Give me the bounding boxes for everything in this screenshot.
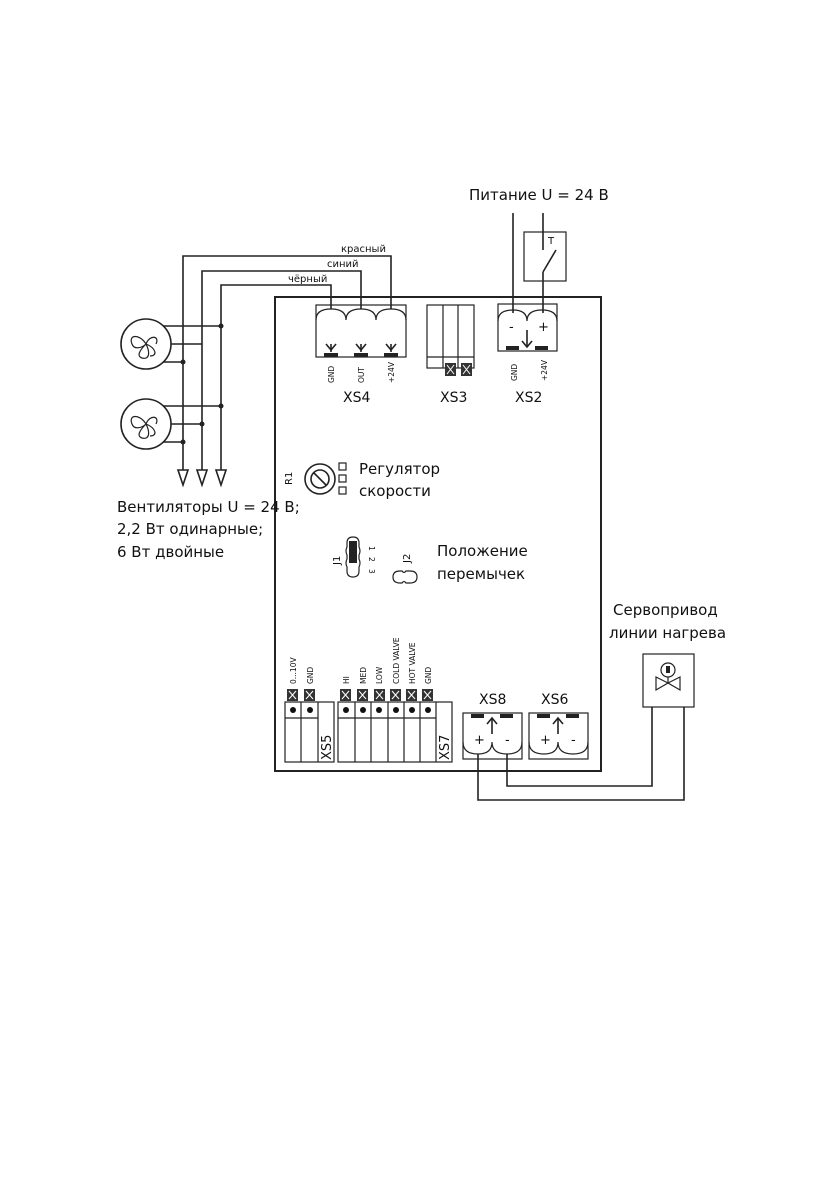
- r1-caption-line-1: Регулятор: [359, 460, 440, 478]
- xs7-label: XS7: [438, 735, 453, 760]
- xs2-pin-24v: +24V: [540, 359, 549, 381]
- j1-pin-2: 2: [367, 557, 376, 562]
- potentiometer-r1: [304, 462, 347, 495]
- xs7-pin-med: MED: [359, 667, 368, 684]
- connector-xs3: [426, 304, 475, 376]
- svg-text:+: +: [474, 733, 485, 748]
- connector-xs2: - +: [497, 303, 558, 352]
- connector-xs7: [337, 689, 453, 763]
- xs4-label: XS4: [343, 390, 370, 406]
- wire-end-arrow: [176, 469, 190, 488]
- xs4-pin-out: OUT: [357, 367, 366, 383]
- xs7-pin-gnd: GND: [424, 667, 433, 684]
- connector-xs8: + -: [462, 712, 523, 760]
- xs7-pin-cold-valve: COLD VALVE: [392, 637, 401, 684]
- svg-text:+: +: [540, 733, 551, 748]
- thermostat-switch-box: [523, 231, 567, 282]
- xs7-pin-hot-valve: HOT VALVE: [408, 642, 417, 684]
- svg-text:+: +: [538, 320, 549, 335]
- xs7-pin-low: LOW: [375, 666, 384, 684]
- jumper-j1: [345, 536, 361, 578]
- xs4-pin-24v: +24V: [387, 361, 396, 383]
- servo-caption-line-2: линии нагрева: [609, 624, 726, 642]
- fans-caption-line-2: 2,2 Вт одинарные;: [117, 520, 263, 538]
- wire-black-label: чёрный: [288, 274, 327, 285]
- jumper-j2: [392, 570, 418, 584]
- servo-wire-plus: [477, 707, 685, 801]
- wire-red: [182, 255, 392, 470]
- fans-caption-line-1: Вентиляторы U = 24 В;: [117, 498, 300, 516]
- j1-label: J1: [332, 556, 343, 566]
- xs5-pin-0-10v: 0...10V: [289, 657, 298, 684]
- fan-1: [120, 318, 224, 370]
- servo-caption-line-1: Сервопривод: [613, 601, 718, 619]
- servo-actuator: [642, 653, 695, 708]
- power-label: Питание U = 24 В: [469, 186, 609, 204]
- fans-caption-line-3: 6 Вт двойные: [117, 543, 224, 561]
- xs8-label: XS8: [479, 692, 506, 708]
- j1-pin-3: 3: [367, 569, 376, 574]
- xs5-label: XS5: [320, 735, 335, 760]
- fan-2: [120, 398, 224, 450]
- xs6-label: XS6: [541, 692, 568, 708]
- j1-pin-1: 1: [367, 546, 376, 551]
- wire-blue-label: синий: [327, 259, 359, 270]
- thermostat-switch-label: Т: [547, 236, 555, 247]
- servo-wire-minus: [506, 707, 653, 787]
- connector-xs4: [315, 304, 407, 358]
- connector-xs5: [284, 689, 335, 763]
- j2-label: J2: [402, 554, 413, 564]
- r1-caption-line-2: скорости: [359, 482, 431, 500]
- jumpers-caption-line-1: Положение: [437, 542, 528, 560]
- svg-text:-: -: [505, 733, 510, 748]
- svg-text:-: -: [509, 320, 514, 335]
- wire-end-arrow: [214, 469, 228, 488]
- xs3-label: XS3: [440, 390, 467, 406]
- connector-xs6: + -: [528, 712, 589, 760]
- controller-board: [274, 296, 602, 772]
- xs4-pin-gnd: GND: [327, 366, 336, 383]
- wire-end-arrow: [195, 469, 209, 488]
- wire-red-label: красный: [341, 244, 386, 255]
- jumpers-caption-line-2: перемычек: [437, 565, 525, 583]
- xs2-pin-gnd: GND: [510, 364, 519, 381]
- wire-black: [220, 284, 332, 470]
- xs7-pin-hi: HI: [342, 676, 351, 684]
- wire-blue: [201, 270, 362, 470]
- xs2-label: XS2: [515, 390, 542, 406]
- r1-label: R1: [284, 472, 295, 485]
- svg-text:-: -: [571, 733, 576, 748]
- thermostat-switch-contact: [542, 249, 557, 273]
- xs5-pin-gnd: GND: [306, 667, 315, 684]
